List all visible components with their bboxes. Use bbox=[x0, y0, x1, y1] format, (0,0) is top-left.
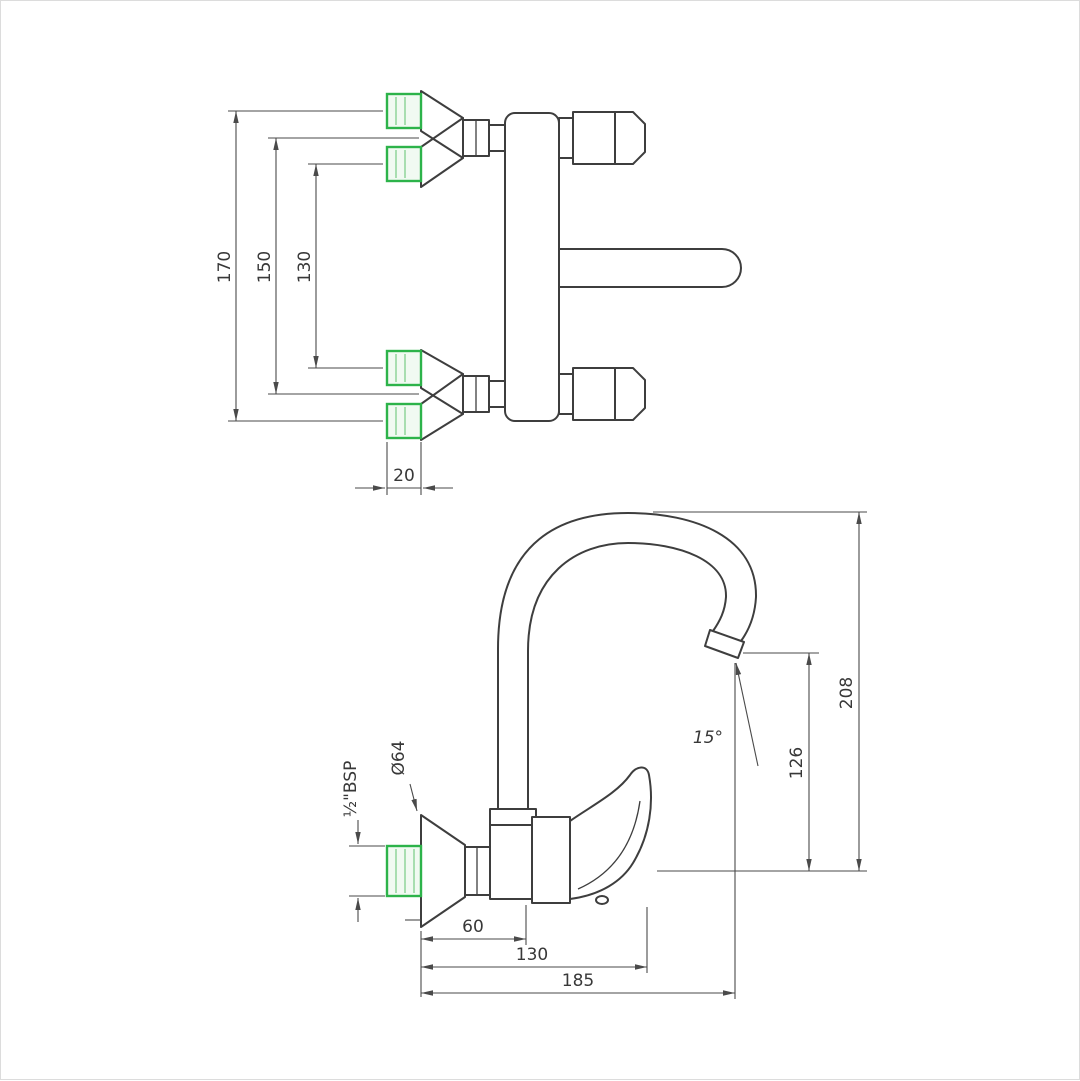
inlet-pipe bbox=[488, 124, 506, 152]
dim-label-60: 60 bbox=[462, 917, 484, 937]
spout-aerator-cap bbox=[704, 629, 745, 659]
top-view-unions bbox=[462, 119, 506, 413]
body-screw-detail bbox=[595, 895, 609, 905]
body-left bbox=[489, 824, 533, 900]
side-view-spout bbox=[497, 512, 758, 812]
top-view-spout bbox=[540, 248, 742, 288]
lever-blade bbox=[569, 766, 652, 900]
handle-cap bbox=[614, 111, 646, 165]
dim-label-208: 208 bbox=[837, 677, 857, 709]
handle-neck bbox=[558, 117, 574, 159]
dim-label-inlet-thread: ½"BSP bbox=[341, 761, 361, 818]
dimension-outlet-angle: 15° bbox=[693, 662, 759, 767]
wall-connector bbox=[385, 349, 423, 387]
wall-connector-side-view bbox=[385, 844, 423, 898]
flange-cone bbox=[420, 117, 464, 188]
wall-connector bbox=[385, 844, 423, 898]
dim-label-185: 185 bbox=[562, 971, 594, 991]
spout-base-collar bbox=[489, 808, 537, 826]
dimension-outer-spacing: 170 bbox=[215, 110, 383, 422]
dimension-inner-spacing: 130 bbox=[295, 163, 383, 369]
handle-neck bbox=[558, 373, 574, 415]
top-view-body bbox=[504, 112, 560, 422]
flange-cone bbox=[420, 349, 464, 415]
dimension-mid-spacing: 150 bbox=[255, 137, 419, 395]
top-view-handle-hot bbox=[558, 111, 646, 165]
handle-barrel bbox=[572, 111, 616, 165]
dim-label-flange-diameter: Ø64 bbox=[389, 740, 409, 775]
spout-outer-profile bbox=[497, 512, 758, 812]
dim-label-126: 126 bbox=[787, 747, 807, 779]
dim-label-outlet-angle: 15° bbox=[693, 728, 723, 748]
wall-connector bbox=[385, 145, 423, 183]
dimension-flange-diameter: Ø64 bbox=[389, 740, 418, 812]
dim-label-130: 130 bbox=[295, 251, 315, 283]
body-cartridge bbox=[531, 816, 571, 904]
inlet-pipe bbox=[488, 380, 506, 408]
dimension-inlet-thread: ½"BSP bbox=[341, 761, 385, 922]
wall-connectors-top-view bbox=[385, 92, 423, 440]
dim-label-20: 20 bbox=[393, 466, 415, 486]
top-view-inlet-flanges bbox=[420, 90, 464, 441]
dim-label-150: 150 bbox=[255, 251, 275, 283]
side-view: Ø64 ½"BSP 15° 208 126 bbox=[341, 511, 867, 999]
flange-cone bbox=[420, 90, 464, 159]
flange-cone bbox=[420, 373, 464, 441]
dimension-inlet-depth: 20 bbox=[355, 442, 453, 495]
wall-connector bbox=[385, 92, 423, 130]
dimension-outlet-height: 126 bbox=[743, 652, 819, 871]
dim-label-170: 170 bbox=[215, 251, 235, 283]
top-view: 170 150 130 20 bbox=[215, 90, 742, 495]
dimension-total-height: 208 bbox=[653, 511, 867, 872]
side-view-lever-handle bbox=[569, 766, 652, 900]
spout-inner-profile bbox=[527, 542, 728, 812]
handle-barrel bbox=[572, 367, 616, 421]
wall-flange-cone bbox=[420, 814, 466, 928]
dimension-wall-offsets: 60 130 185 bbox=[405, 663, 736, 999]
top-view-handle-cold bbox=[558, 367, 646, 421]
dim-label-130b: 130 bbox=[516, 945, 548, 965]
lever-detail-line bbox=[577, 800, 641, 890]
wall-connector bbox=[385, 402, 423, 440]
handle-cap bbox=[614, 367, 646, 421]
